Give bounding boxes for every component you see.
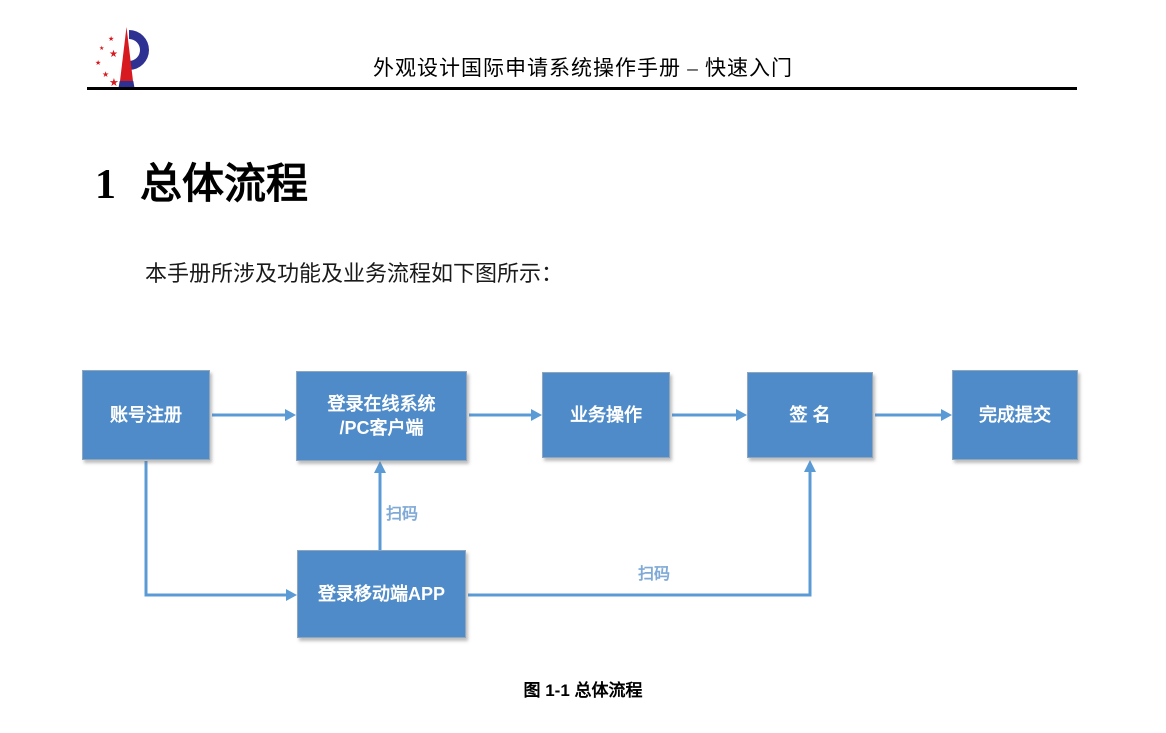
flow-box-operations: 业务操作 [542, 372, 670, 458]
flow-box-login-online: 登录在线系统 /PC客户端 [296, 371, 467, 461]
flow-box-label: 业务操作 [570, 404, 642, 425]
flow-box-label: 登录在线系统 /PC客户端 [327, 393, 436, 438]
flow-box-login-mobile: 登录移动端APP [297, 550, 466, 638]
svg-text:★: ★ [102, 70, 109, 79]
flow-box-submit: 完成提交 [952, 370, 1078, 460]
intro-paragraph: 本手册所涉及功能及业务流程如下图所示： [145, 261, 564, 286]
svg-text:★: ★ [109, 76, 119, 89]
svg-text:★: ★ [95, 59, 101, 67]
flow-box-sign: 签 名 [747, 372, 873, 458]
document-header-title: 外观设计国际申请系统操作手册 – 快速入门 [373, 56, 793, 80]
svg-text:★: ★ [99, 45, 104, 52]
edge-label-scan-horizontal: 扫码 [638, 566, 671, 583]
figure-caption: 图 1-1 总体流程 [523, 681, 643, 700]
flow-box-label: 完成提交 [979, 404, 1051, 425]
chapter-number: 1 [95, 162, 116, 208]
flow-box-label: 签 名 [789, 404, 831, 425]
svg-text:★: ★ [109, 49, 118, 60]
chapter-title: 总体流程 [140, 162, 309, 208]
flow-box-label: 账号注册 [110, 404, 182, 425]
cnipa-logo: ★ ★ ★ ★ ★ ★ [95, 27, 149, 89]
header-rule [87, 87, 1077, 90]
edge-label-scan-vertical: 扫码 [386, 506, 419, 523]
flow-box-label: 登录移动端APP [317, 583, 445, 604]
chapter-heading: 1 总体流程 [95, 150, 308, 211]
svg-text:★: ★ [108, 35, 114, 43]
flow-box-register: 账号注册 [82, 370, 210, 460]
